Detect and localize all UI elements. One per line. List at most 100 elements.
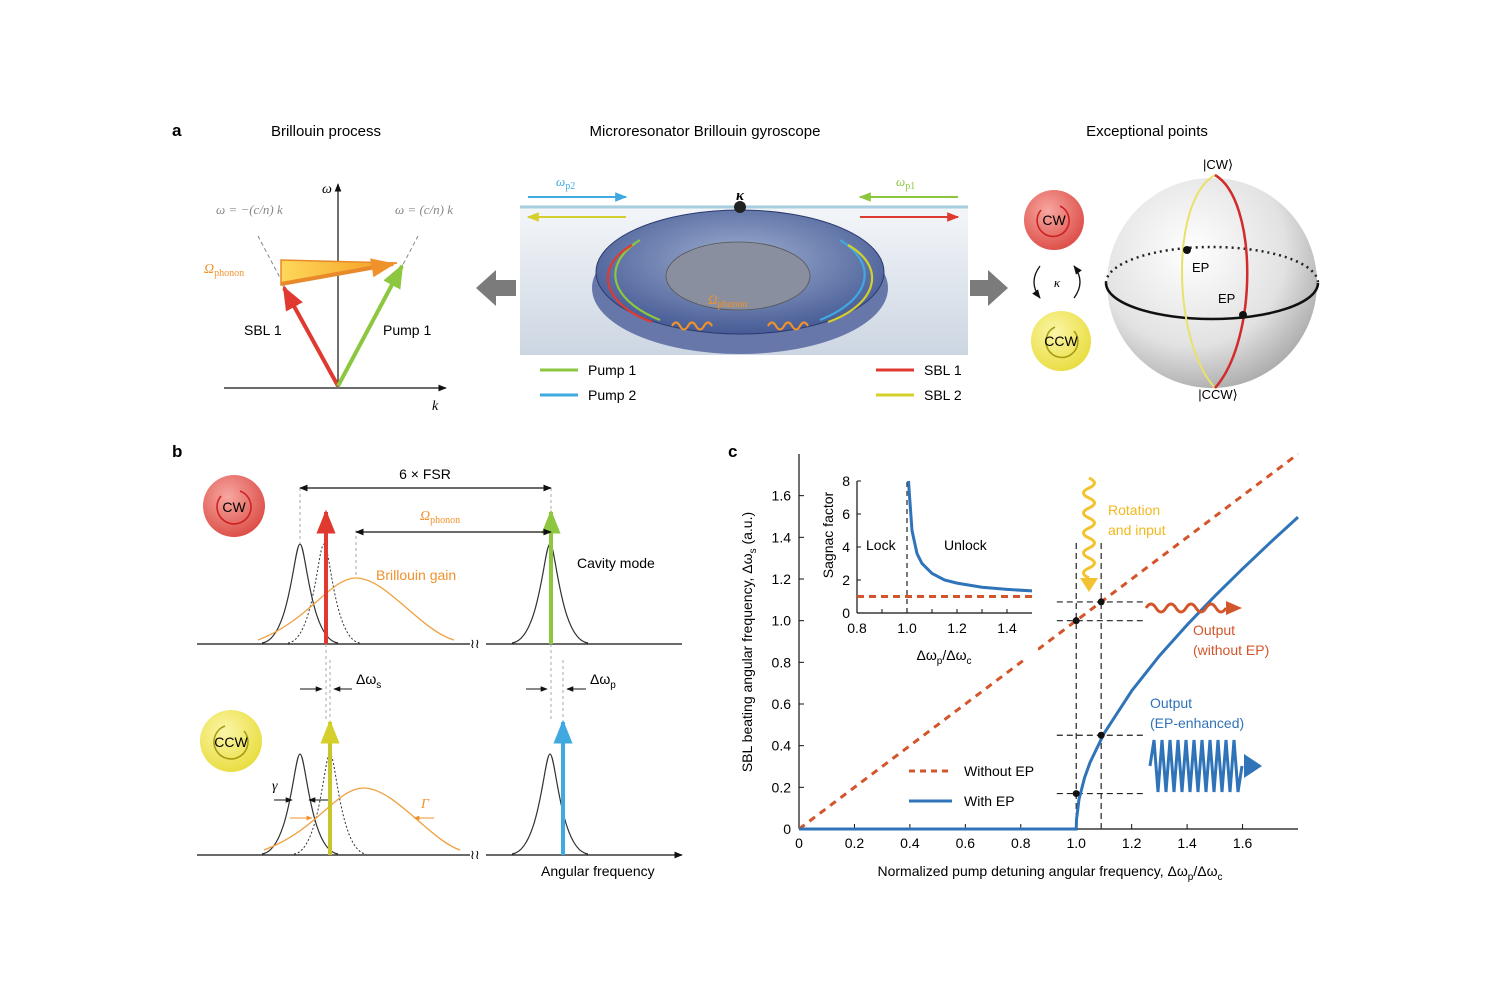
inset-x-tick-label: 1.2 [947, 620, 967, 636]
inset-y-tick-label: 8 [842, 473, 850, 489]
main-x-tick-label: 0 [795, 835, 803, 851]
cw-ball [1024, 190, 1084, 250]
panel-c-annotations: Rotation and input Output (without EP) O… [1080, 476, 1269, 793]
phonon-wave-right [767, 321, 809, 331]
equator-front [1104, 282, 1320, 321]
brillouin-gain-label: Brillouin gain [376, 567, 456, 583]
main-x-tick-label: 0.6 [956, 835, 976, 851]
kappa-left-arrow [1032, 265, 1041, 299]
inset-x-tick-label: 1.0 [897, 620, 917, 636]
pump1-mode-path [614, 239, 661, 322]
dispersion-left-label: ω = −(c/n) k [216, 202, 283, 217]
sbl1-arrow [282, 285, 340, 387]
rotation-input-wave [1082, 476, 1096, 580]
main-y-tick-label: 1.0 [772, 613, 792, 629]
exceptional-points-diagram: CW CCW κ EP EP |CW⟩ |CCW⟩ [1024, 157, 1320, 402]
annotation-point [1072, 790, 1080, 798]
cw-label: CW [1042, 212, 1066, 228]
disk-pillar [665, 241, 811, 311]
delta-ws-label: Δωs [356, 671, 381, 691]
series-without-ep [798, 452, 1299, 831]
legend-sbl2-label: SBL 2 [924, 387, 962, 403]
panel-b-letter: b [172, 442, 182, 461]
ep-point-1 [1183, 246, 1191, 254]
output-with-label-1: Output [1150, 695, 1192, 711]
inset-y-tick-label: 2 [842, 572, 850, 588]
exceptional-points-title: Exceptional points [1086, 123, 1208, 140]
output-without-ep-wave [1144, 602, 1228, 614]
sbl1-label: SBL 1 [244, 322, 282, 338]
output-with-ep-wave [1148, 739, 1244, 793]
main-y-tick-label: 1.2 [772, 571, 792, 587]
main-y-tick-label: 0.4 [772, 738, 792, 754]
microresonator-illustration: Ωphonon κ ωp2 ωp1 [520, 174, 968, 355]
pump1-arrow [336, 263, 404, 387]
ball-kappa-label: κ [1054, 275, 1061, 290]
b-omega-phonon: Ωphonon [420, 509, 460, 526]
inset-sagnac-curve [907, 480, 1033, 593]
legend-without-ep-label: Without EP [964, 763, 1034, 779]
red-meridian [1214, 173, 1249, 389]
left-big-arrow [476, 270, 516, 306]
legend-with-ep-label: With EP [964, 793, 1015, 809]
legend-pump1-label: Pump 1 [588, 362, 636, 378]
b-ccw-label: CCW [214, 734, 248, 750]
inset-y-tick-label: 4 [842, 539, 850, 555]
cw-rotation-arrow [1036, 205, 1070, 238]
main-y-tick-label: 0.8 [772, 654, 792, 670]
legend-pump2-label: Pump 2 [588, 387, 636, 403]
ccw-rotation-arrow [1045, 326, 1079, 359]
gyroscope-title: Microresonator Brillouin gyroscope [590, 123, 821, 140]
fsr-label: 6 × FSR [399, 466, 451, 482]
angular-frequency-label: Angular frequency [541, 863, 655, 879]
right-big-arrow [970, 270, 1008, 306]
ep-point-2 [1239, 311, 1247, 319]
main-x-tick-label: 0.2 [845, 835, 865, 851]
ket-ccw-label: |CCW⟩ [1198, 387, 1238, 402]
delta-wp-label: Δωp [590, 671, 616, 691]
inset-lock-label: Lock [866, 537, 897, 553]
rotation-label-1: Rotation [1108, 502, 1160, 518]
b-cw-label: CW [222, 499, 246, 515]
omega-axis-label: ω [322, 182, 332, 197]
axis-break-ccw: ≀≀ [470, 847, 480, 862]
kappa-right-arrow [1073, 265, 1082, 299]
brillouin-dispersion-diagram: ω k ω = −(c/n) k ω = (c/n) k Ωphonon SBL… [204, 182, 453, 414]
annotation-point [1072, 617, 1080, 625]
output-with-ep-arrowhead [1244, 754, 1262, 778]
main-y-tick-label: 0.2 [772, 779, 792, 795]
bloch-sphere [1107, 178, 1317, 388]
phonon-wave-left [671, 321, 713, 331]
output-without-label-2: (without EP) [1193, 642, 1269, 658]
cw-brillouin-gain [257, 577, 455, 641]
ccw-cavity-mode-left [261, 753, 339, 855]
main-y-tick-label: 0 [783, 821, 791, 837]
gamma-label: γ [272, 779, 278, 794]
output-with-label-2: (EP-enhanced) [1150, 715, 1244, 731]
inset-x-tick-label: 0.8 [847, 620, 867, 636]
main-x-axis-label: Normalized pump detuning angular frequen… [877, 863, 1222, 883]
coupling-point [734, 201, 746, 213]
b-cw-ball [203, 475, 265, 537]
k-axis-label: k [432, 399, 439, 414]
ket-cw-label: |CW⟩ [1203, 157, 1233, 172]
inset-y-tick-label: 6 [842, 506, 850, 522]
pump2-mode-path [819, 239, 866, 322]
coupling-kappa: κ [736, 188, 745, 204]
main-x-tick-label: 0.4 [900, 835, 920, 851]
inset-y-axis-label: Sagnac factor [820, 491, 836, 578]
panel-c-letter: c [728, 442, 737, 461]
inset-background [820, 470, 1038, 660]
ccw-brillouin-gain [263, 787, 461, 851]
resonator-omega-phonon: Ωphonon [708, 292, 747, 310]
inset-x-tick-label: 1.4 [997, 620, 1017, 636]
inset-y-tick-label: 0 [842, 605, 850, 621]
annotation-point [1097, 598, 1105, 606]
b-cw-rotation [216, 490, 252, 525]
yellow-meridian [1181, 174, 1216, 389]
output-without-ep-arrowhead [1226, 601, 1242, 615]
main-y-tick-label: 0.6 [772, 696, 792, 712]
axis-break-cw: ≀≀ [470, 636, 480, 651]
